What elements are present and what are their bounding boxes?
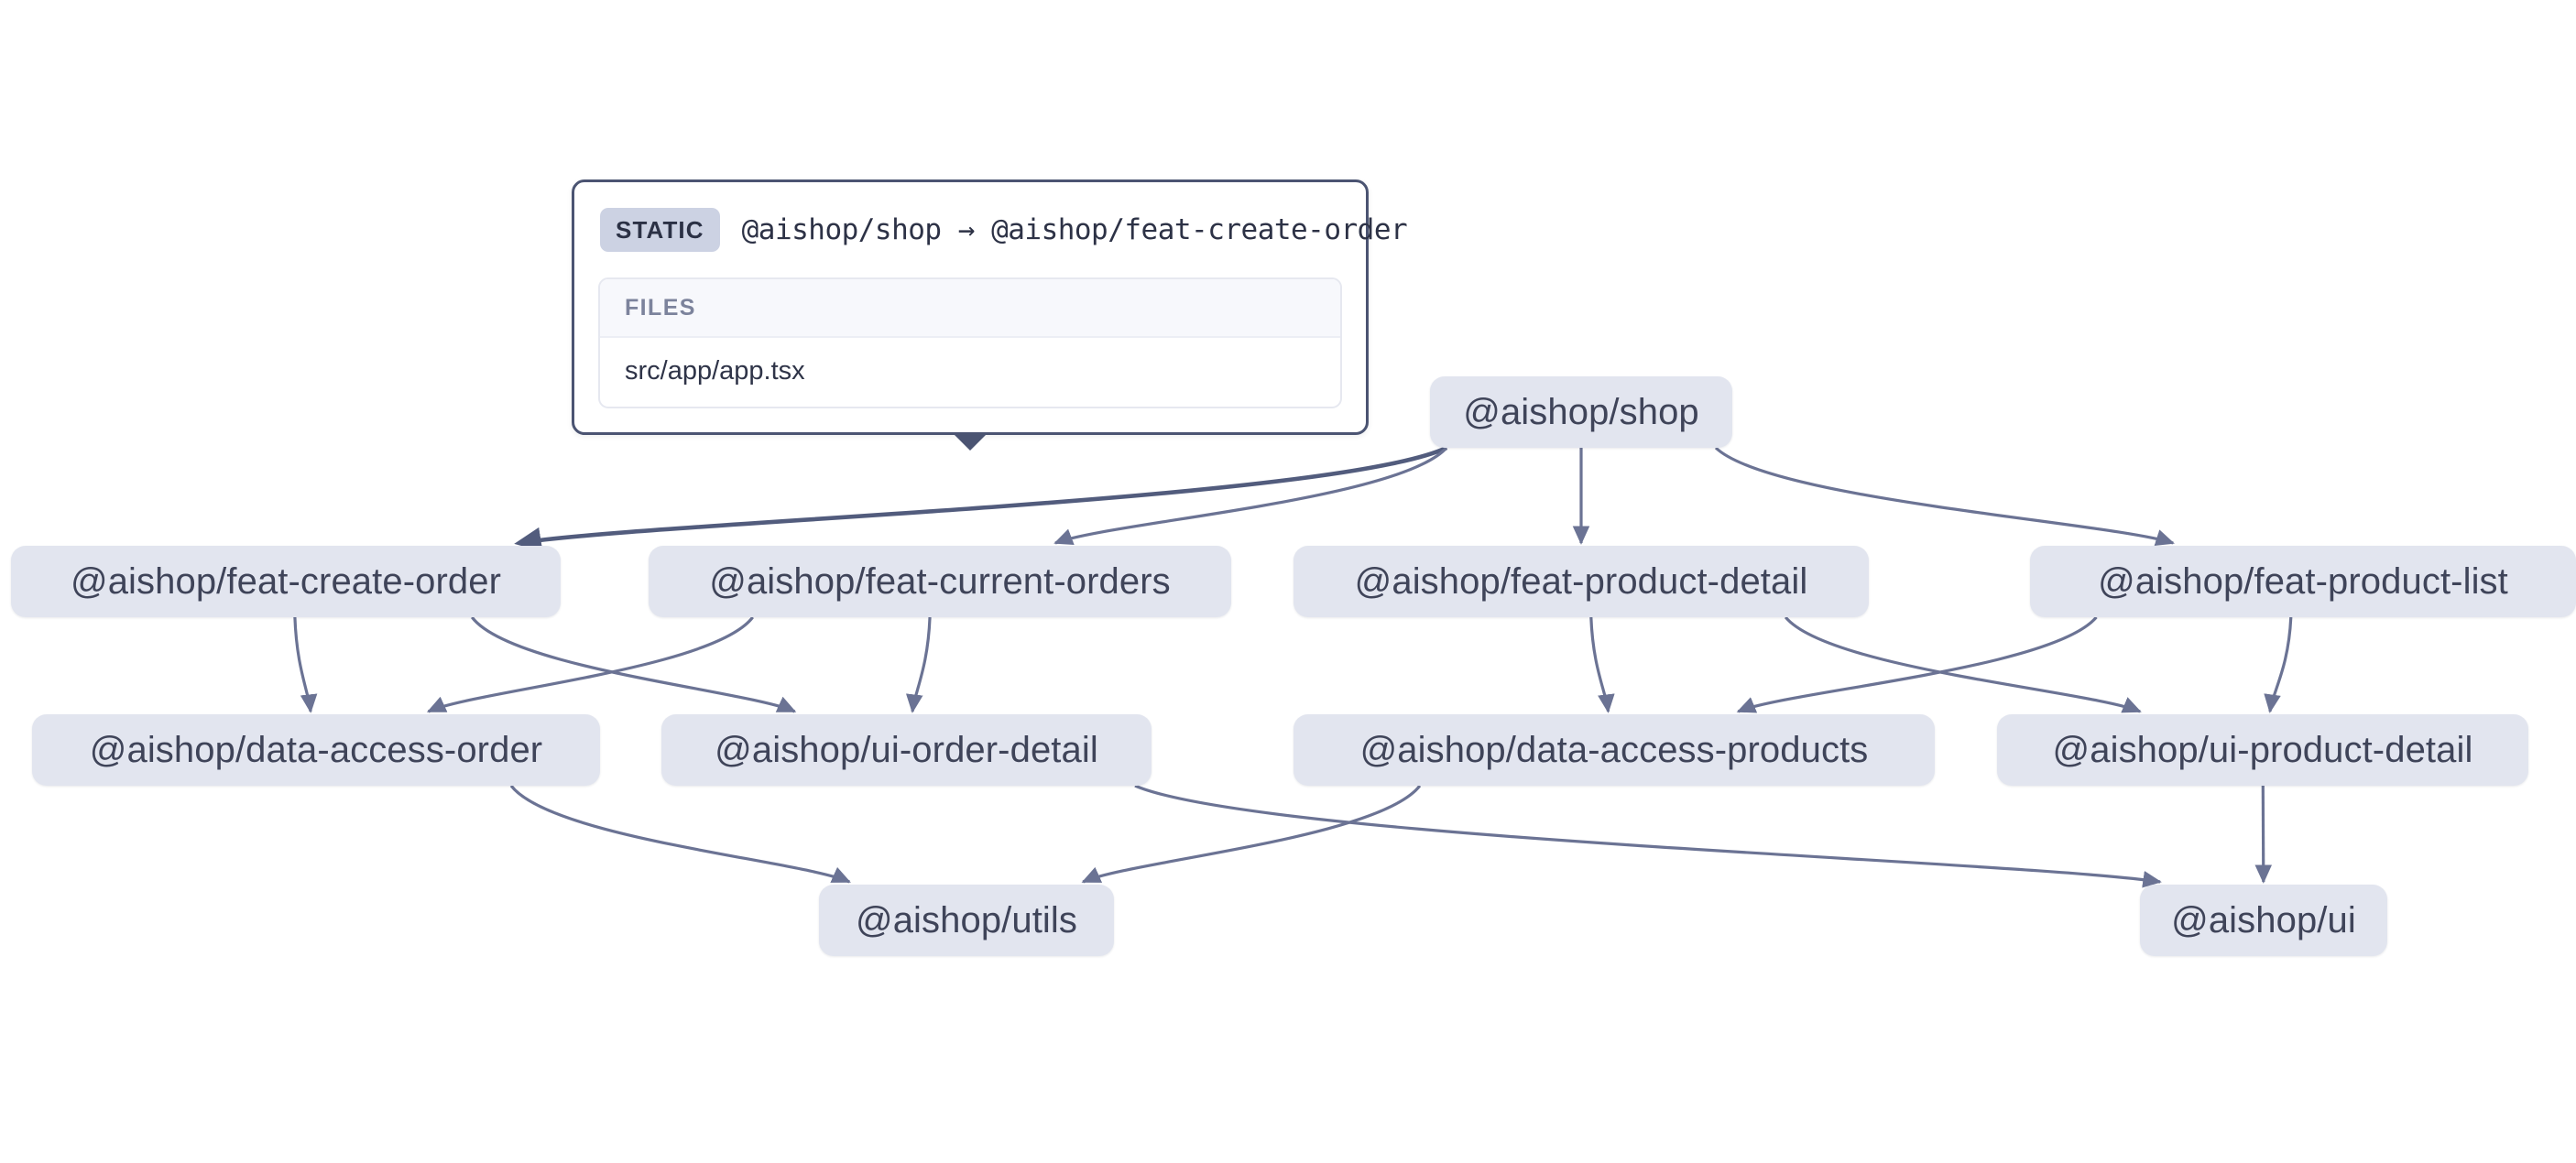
graph-node-label: @aishop/shop	[1463, 391, 1699, 432]
dependency-edge-feat-create-order-to-data-access-order[interactable]	[293, 616, 318, 713]
dependency-type-badge: STATIC	[600, 208, 720, 252]
graph-node-label: @aishop/data-access-products	[1359, 729, 1869, 770]
graph-node-feat-current-orders[interactable]: @aishop/feat-current-orders	[649, 546, 1231, 617]
tooltip-title: @aishop/shop → @aishop/feat-create-order	[741, 213, 1408, 246]
file-row: src/app/app.tsx	[625, 356, 805, 386]
graph-node-label: @aishop/utils	[855, 899, 1078, 940]
tooltip-header: STATIC @aishop/shop → @aishop/feat-creat…	[598, 204, 1408, 257]
dependency-edge-shop-to-feat-product-list[interactable]	[1714, 446, 2175, 547]
graph-node-label: @aishop/data-access-order	[89, 729, 543, 770]
dependency-edge-data-access-order-to-utils[interactable]	[509, 785, 851, 884]
dependency-edge-feat-current-orders-to-ui-order-detail[interactable]	[905, 616, 932, 713]
dependency-edge-shop-to-feat-create-order[interactable]	[514, 445, 1447, 552]
graph-node-label: @aishop/feat-create-order	[71, 560, 501, 602]
dependency-edge-feat-product-list-to-ui-product-detail[interactable]	[2264, 616, 2293, 713]
dependency-edge-feat-product-list-to-data-access-products[interactable]	[1736, 615, 2098, 713]
edge-detail-tooltip[interactable]: STATIC @aishop/shop → @aishop/feat-creat…	[572, 179, 1408, 451]
dependency-edge-feat-product-detail-to-data-access-products[interactable]	[1589, 616, 1615, 713]
graph-node-ui-product-detail[interactable]: @aishop/ui-product-detail	[1997, 714, 2528, 786]
dependency-edge-feat-current-orders-to-data-access-order[interactable]	[426, 616, 754, 713]
graph-node-label: @aishop/ui	[2171, 899, 2356, 940]
graph-node-label: @aishop/feat-current-orders	[709, 560, 1171, 602]
graph-node-feat-create-order[interactable]: @aishop/feat-create-order	[11, 546, 561, 617]
graph-node-feat-product-list[interactable]: @aishop/feat-product-list	[2030, 546, 2576, 617]
dependency-edge-ui-product-detail-to-ui[interactable]	[2254, 785, 2273, 884]
graph-node-label: @aishop/ui-order-detail	[715, 729, 1098, 770]
tooltip-pointer-icon	[952, 432, 988, 451]
graph-node-shop[interactable]: @aishop/shop	[1430, 376, 1732, 448]
dependency-edge-feat-product-detail-to-ui-product-detail[interactable]	[1784, 615, 2142, 713]
files-panel: FILES src/app/app.tsx	[598, 277, 1342, 408]
graph-node-ui-order-detail[interactable]: @aishop/ui-order-detail	[661, 714, 1152, 786]
graph-node-utils[interactable]: @aishop/utils	[819, 885, 1114, 956]
graph-node-data-access-products[interactable]: @aishop/data-access-products	[1293, 714, 1935, 786]
graph-node-label: @aishop/feat-product-list	[2098, 560, 2508, 602]
files-list: src/app/app.tsx	[600, 338, 1340, 407]
graph-node-feat-product-detail[interactable]: @aishop/feat-product-detail	[1293, 546, 1869, 617]
dependency-edge-feat-create-order-to-ui-order-detail[interactable]	[470, 616, 797, 713]
graph-node-label: @aishop/feat-product-detail	[1354, 560, 1808, 602]
graph-node-label: @aishop/ui-product-detail	[2052, 729, 2473, 770]
dependency-edge-ui-order-detail-to-ui[interactable]	[1134, 784, 2162, 888]
dependency-edge-shop-to-feat-current-orders[interactable]	[1053, 446, 1448, 546]
graph-node-ui[interactable]: @aishop/ui	[2140, 885, 2387, 956]
dependency-edge-data-access-products-to-utils[interactable]	[1081, 785, 1422, 884]
graph-node-data-access-order[interactable]: @aishop/data-access-order	[32, 714, 600, 786]
files-section-header: FILES	[600, 279, 1340, 338]
